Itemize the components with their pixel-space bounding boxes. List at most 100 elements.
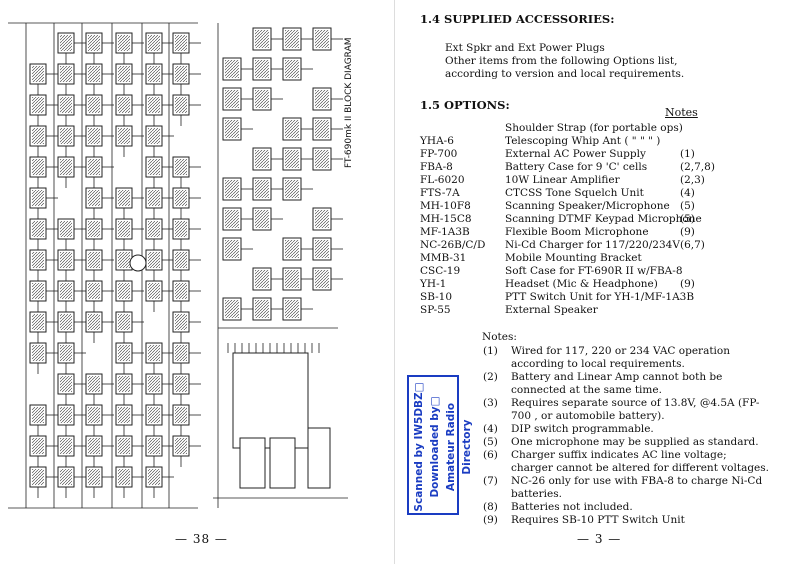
stamp-line: Amateur Radio Directory bbox=[445, 402, 473, 492]
diagram-block bbox=[148, 221, 160, 237]
accessories-line: according to version and local requireme… bbox=[445, 68, 685, 80]
option-note-ref: (9) bbox=[680, 226, 695, 238]
diagram-block bbox=[60, 376, 72, 392]
option-code: FBA-8 bbox=[420, 161, 453, 173]
option-code: NC-26B/C/D bbox=[420, 239, 486, 251]
diagram-block bbox=[175, 190, 187, 206]
diagram-block bbox=[175, 159, 187, 175]
diagram-block bbox=[88, 66, 100, 82]
diagram-block bbox=[60, 128, 72, 144]
option-description: Scanning Speaker/Microphone bbox=[505, 200, 670, 212]
diagram-block bbox=[88, 221, 100, 237]
diagram-block bbox=[315, 240, 329, 258]
diagram-block bbox=[148, 407, 160, 423]
option-description: Ni-Cd Charger for 117/220/234V bbox=[505, 239, 680, 251]
diagram-block bbox=[32, 66, 44, 82]
note-text: Requires SB-10 PTT Switch Unit bbox=[511, 514, 685, 526]
note-number: (6) bbox=[483, 449, 498, 461]
notes-label: Notes: bbox=[482, 331, 517, 343]
option-note-ref: (2,3) bbox=[680, 174, 705, 186]
option-code: MH-10F8 bbox=[420, 200, 471, 212]
diagram-block bbox=[148, 438, 160, 454]
accessories-line: Other items from the following Options l… bbox=[445, 55, 678, 67]
diagram-block bbox=[32, 314, 44, 330]
diagram-block bbox=[118, 35, 130, 51]
diagram-block bbox=[269, 437, 296, 489]
diagram-block bbox=[175, 314, 187, 330]
diagram-block bbox=[225, 300, 239, 318]
meter-symbol bbox=[129, 254, 147, 272]
diagram-block bbox=[88, 128, 100, 144]
note-text: One microphone may be supplied as standa… bbox=[511, 436, 759, 448]
accessories-heading: 1.4 SUPPLIED ACCESSORIES: bbox=[420, 12, 615, 26]
note-number: (2) bbox=[483, 371, 498, 383]
diagram-block bbox=[255, 60, 269, 78]
diagram-block bbox=[225, 180, 239, 198]
options-notes-header: Notes bbox=[665, 106, 698, 119]
diagram-block bbox=[118, 252, 130, 268]
option-row: FL-6020 10W Linear Amplifier (2,3) bbox=[420, 174, 780, 187]
option-description: Telescoping Whip Ant ( " " " ) bbox=[505, 135, 661, 147]
diagram-block bbox=[255, 270, 269, 288]
option-code: MMB-31 bbox=[420, 252, 467, 264]
diagram-block bbox=[285, 300, 299, 318]
diagram-block bbox=[315, 120, 329, 138]
diagram-block bbox=[32, 159, 44, 175]
diagram-block bbox=[118, 345, 130, 361]
note-text: Battery and Linear Amp cannot both be co… bbox=[511, 371, 723, 396]
diagram-block bbox=[175, 252, 187, 268]
diagram-block bbox=[60, 283, 72, 299]
diagram-block bbox=[118, 376, 130, 392]
diagram-block bbox=[239, 437, 266, 489]
diagram-block bbox=[88, 407, 100, 423]
diagram-block bbox=[175, 66, 187, 82]
diagram-block bbox=[118, 190, 130, 206]
diagram-block bbox=[88, 252, 100, 268]
option-note-ref: (2,7,8) bbox=[680, 161, 715, 173]
diagram-block bbox=[175, 376, 187, 392]
diagram-block bbox=[255, 90, 269, 108]
option-code: SP-55 bbox=[420, 304, 451, 316]
right-page: 1.4 SUPPLIED ACCESSORIES: Ext Spkr and E… bbox=[395, 0, 793, 564]
diagram-block bbox=[225, 120, 239, 138]
diagram-block bbox=[175, 438, 187, 454]
scan-stamp: Scanned by IW5DBZ□ Downloaded by□ Amateu… bbox=[407, 375, 473, 515]
diagram-block bbox=[32, 469, 44, 485]
option-note-ref: (5) bbox=[680, 213, 695, 225]
diagram-block bbox=[118, 283, 130, 299]
diagram-block bbox=[118, 128, 130, 144]
diagram-block bbox=[32, 252, 44, 268]
option-code: YH-1 bbox=[420, 278, 447, 290]
diagram-block bbox=[255, 210, 269, 228]
diagram-block bbox=[118, 407, 130, 423]
diagram-block bbox=[60, 407, 72, 423]
diagram-block bbox=[175, 97, 187, 113]
diagram-block bbox=[315, 270, 329, 288]
diagram-block bbox=[148, 159, 160, 175]
diagram-block bbox=[255, 30, 269, 48]
note-text: DIP switch programmable. bbox=[511, 423, 654, 435]
option-row: FBA-8 Battery Case for 9 'C' cells (2,7,8) bbox=[420, 161, 780, 174]
diagram-block bbox=[88, 438, 100, 454]
note-text: Requires separate source of 13.8V, @4.5A… bbox=[511, 397, 760, 422]
diagram-block bbox=[307, 427, 331, 489]
diagram-block bbox=[88, 314, 100, 330]
option-description: Battery Case for 9 'C' cells bbox=[505, 161, 648, 173]
diagram-block bbox=[60, 221, 72, 237]
option-note-ref: (6,7) bbox=[680, 239, 705, 251]
diagram-block bbox=[175, 283, 187, 299]
diagram-block bbox=[32, 345, 44, 361]
option-description: Soft Case for FT-690R II w/FBA-8 bbox=[505, 265, 683, 277]
note-number: (1) bbox=[483, 345, 498, 357]
option-description: 10W Linear Amplifier bbox=[505, 174, 620, 186]
diagram-block bbox=[285, 60, 299, 78]
diagram-block bbox=[175, 407, 187, 423]
option-code: FL-6020 bbox=[420, 174, 465, 186]
diagram-block bbox=[175, 345, 187, 361]
